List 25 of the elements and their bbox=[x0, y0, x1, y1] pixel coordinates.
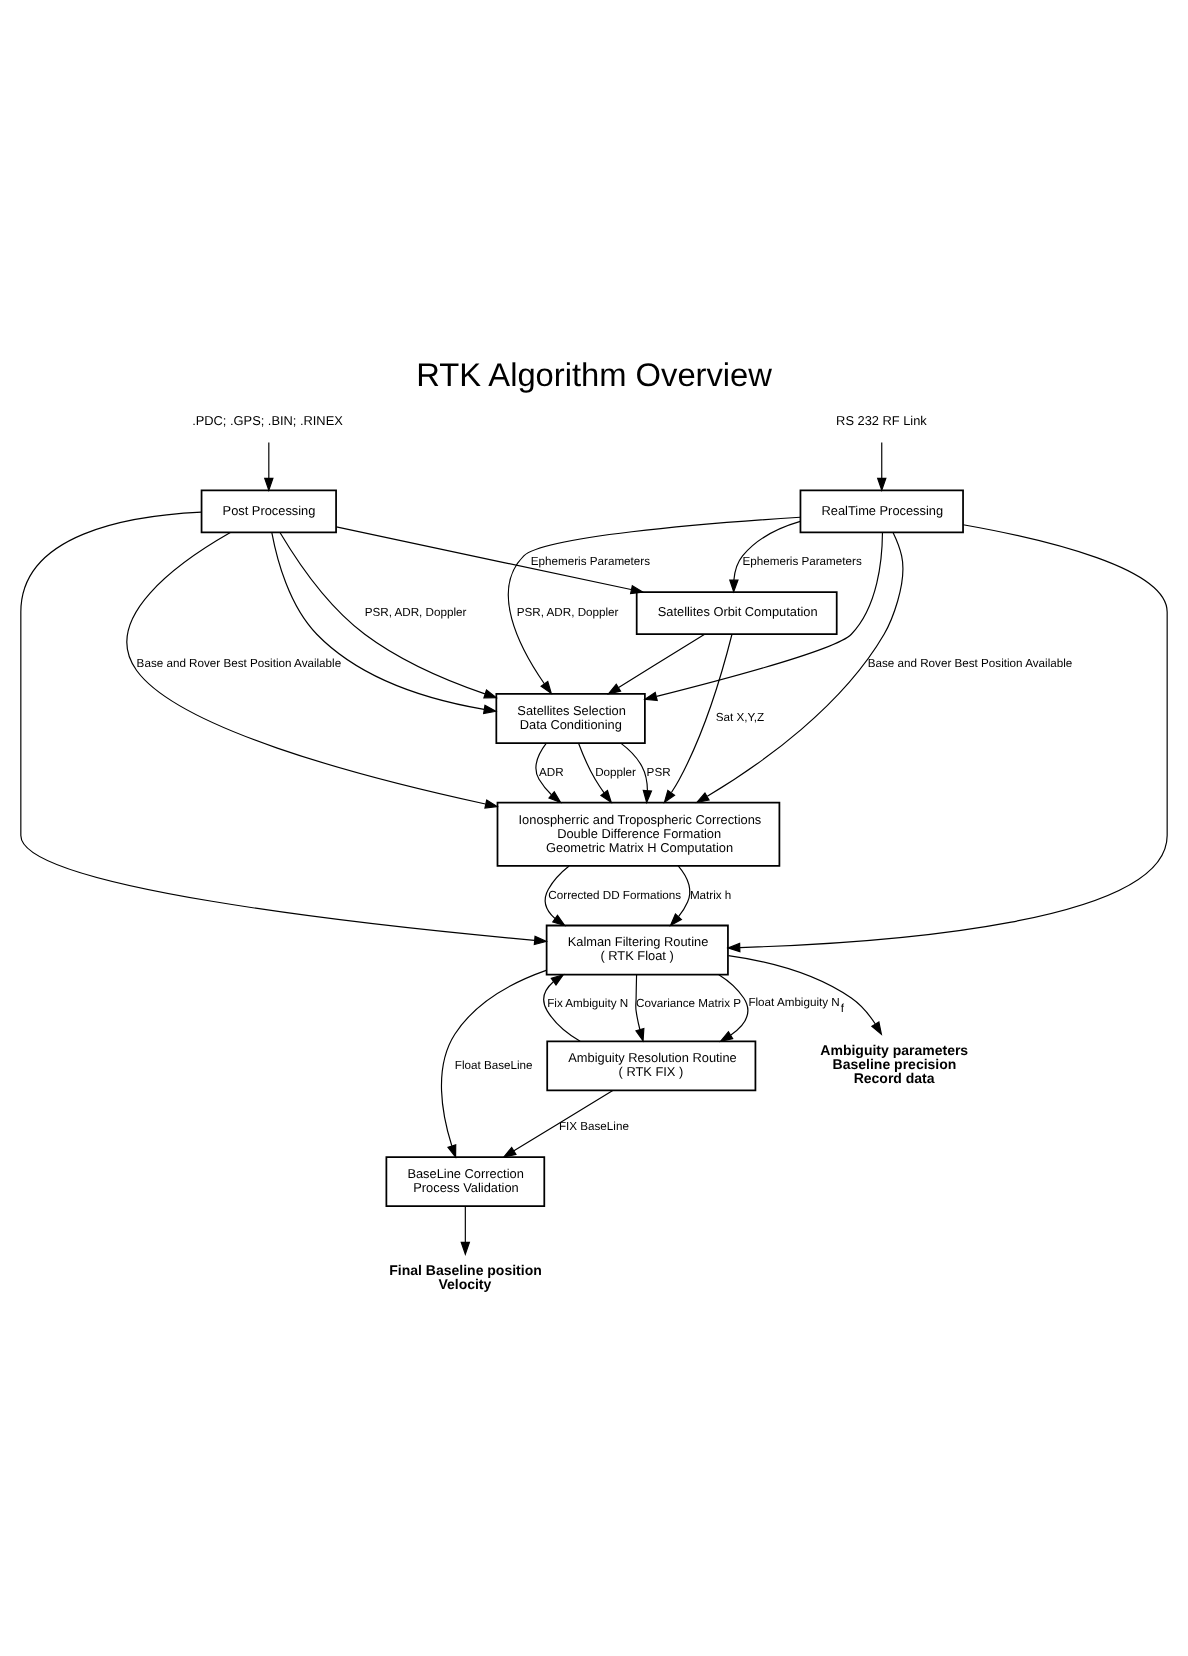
arrow bbox=[727, 954, 883, 1035]
arrow bbox=[718, 973, 749, 1042]
arrow bbox=[263, 440, 274, 491]
arrow bbox=[535, 741, 562, 803]
arrow bbox=[635, 973, 645, 1042]
arrow bbox=[620, 741, 653, 804]
arrow bbox=[643, 531, 884, 701]
arrow bbox=[728, 519, 801, 593]
diagram-title: RTK Algorithm Overview bbox=[416, 356, 772, 393]
arrow bbox=[335, 525, 645, 594]
arrow bbox=[507, 515, 801, 694]
arrow bbox=[606, 632, 705, 694]
arrow bbox=[20, 510, 549, 945]
arrow bbox=[126, 530, 499, 808]
arrow bbox=[502, 1088, 614, 1157]
arrow bbox=[544, 864, 570, 926]
arrow bbox=[876, 440, 887, 491]
arrow bbox=[726, 523, 1168, 952]
arrow bbox=[460, 1204, 471, 1255]
arrow bbox=[577, 741, 613, 803]
arrow bbox=[669, 864, 691, 926]
arrow bbox=[440, 968, 547, 1158]
arrow bbox=[543, 972, 581, 1041]
arrow bbox=[695, 531, 904, 803]
arrow bbox=[663, 632, 733, 803]
